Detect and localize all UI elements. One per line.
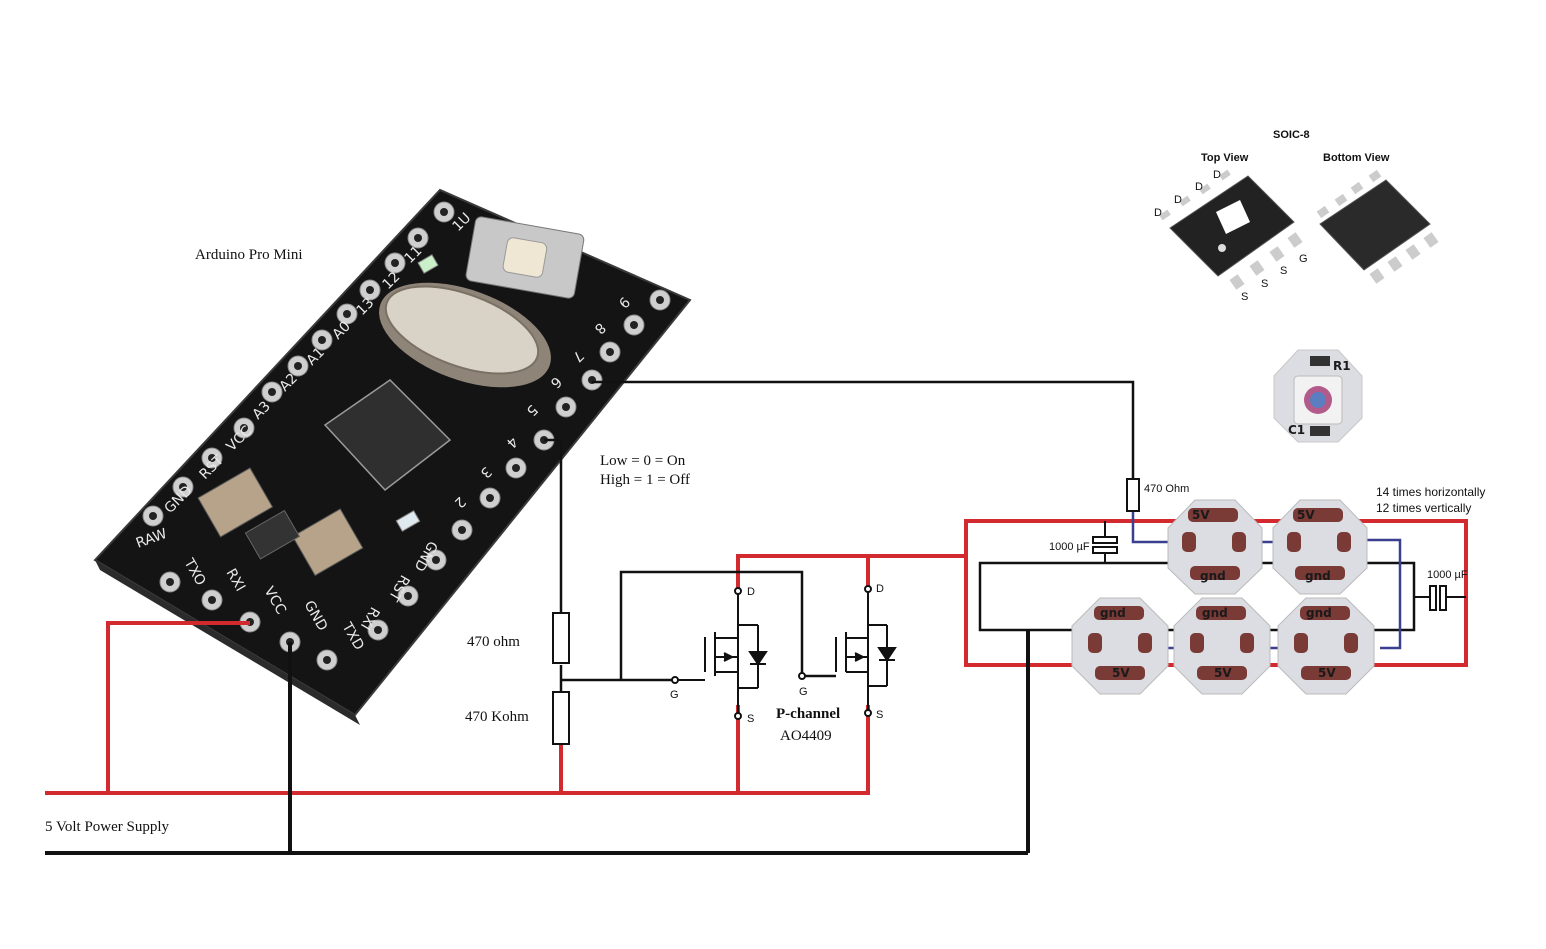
led-gnd-label: gnd bbox=[1305, 569, 1331, 583]
mosfet1-drain-label: D bbox=[747, 586, 755, 598]
switched-5v-wire bbox=[736, 554, 966, 590]
smd-led bbox=[417, 254, 439, 274]
mosfet2-drain-label: D bbox=[876, 583, 884, 595]
mosfet2-source-label: S bbox=[876, 709, 883, 721]
mosfet-drain-link bbox=[619, 570, 804, 680]
soic8-top-view bbox=[1159, 169, 1303, 290]
smd-capacitor bbox=[291, 508, 364, 577]
led-module-bottom-2: gnd 5V bbox=[1173, 597, 1271, 695]
pin-pads-right bbox=[367, 289, 671, 641]
pin-pads-left bbox=[142, 201, 455, 527]
led-gnd-label: gnd bbox=[1100, 606, 1126, 620]
resistor-470-kohm bbox=[552, 691, 570, 745]
soic8-bottom-view bbox=[1316, 169, 1439, 284]
power-supply-label: 5 Volt Power Supply bbox=[45, 819, 170, 835]
led-r1-label: R1 bbox=[1333, 359, 1351, 373]
resistor-data-label: 470 Ohm bbox=[1144, 483, 1189, 495]
capacitor-1000uf-left bbox=[1092, 521, 1118, 563]
mcu-chip bbox=[323, 379, 452, 492]
mosfet1-gate-label: G bbox=[670, 689, 679, 701]
data-wire bbox=[592, 380, 1135, 478]
led-data-chain bbox=[1360, 538, 1402, 650]
led-module-top-1: 5V gnd bbox=[1167, 499, 1263, 595]
mosfet-type-label: P-channel bbox=[776, 706, 840, 722]
logic-note-line1: Low = 0 = On bbox=[600, 453, 686, 469]
capacitor-left-label: 1000 µF bbox=[1049, 541, 1090, 553]
soic8-pin-g: G bbox=[1299, 253, 1308, 265]
soic8-bottom-view-label: Bottom View bbox=[1323, 152, 1390, 164]
arduino-pro-mini-board: 1U 11 12 13 A0 A1 A2 A3 VCC RST GND RAW … bbox=[93, 188, 692, 725]
ws2812-led-photo: R1 C1 bbox=[1273, 349, 1363, 443]
led-module-bottom-3: gnd 5V bbox=[1277, 597, 1375, 695]
gate-control-wire bbox=[544, 438, 563, 612]
smd-regulator bbox=[244, 509, 301, 560]
reset-button bbox=[465, 216, 585, 299]
matrix-size-line1: 14 times horizontally bbox=[1376, 485, 1485, 499]
board-title: Arduino Pro Mini bbox=[195, 247, 303, 263]
led-gnd-label: gnd bbox=[1200, 569, 1226, 583]
mosfet1-source-label: S bbox=[747, 713, 754, 725]
p-channel-mosfet-2 bbox=[798, 585, 897, 717]
soic8-pin-s: S bbox=[1261, 278, 1268, 290]
soic8-pin-d: D bbox=[1154, 207, 1162, 219]
led-5v-label: 5V bbox=[1112, 666, 1130, 680]
capacitor-1000uf-right bbox=[1414, 585, 1466, 611]
soic8-pin-s: S bbox=[1280, 265, 1287, 277]
led-5v-label: 5V bbox=[1318, 666, 1336, 680]
soic8-pin-s: S bbox=[1241, 291, 1248, 303]
resistor-gate-label: 470 ohm bbox=[467, 634, 520, 650]
led-module-top-2: 5V gnd bbox=[1272, 499, 1368, 595]
matrix-size-line2: 12 times vertically bbox=[1376, 501, 1471, 515]
logic-note-line2: High = 1 = Off bbox=[600, 472, 690, 488]
resistor-pulldown-label: 470 Kohm bbox=[465, 709, 529, 725]
led-5v-label: 5V bbox=[1297, 508, 1315, 522]
led-5v-label: 5V bbox=[1214, 666, 1232, 680]
mosfet2-gate-label: G bbox=[799, 686, 808, 698]
led-gnd-label: gnd bbox=[1306, 606, 1332, 620]
soic8-pin-d: D bbox=[1195, 181, 1203, 193]
soic8-pin-d: D bbox=[1213, 169, 1221, 181]
led-c1-label: C1 bbox=[1288, 423, 1305, 437]
capacitor-right-label: 1000 µF bbox=[1427, 569, 1468, 581]
led-module-bottom-1: gnd 5V bbox=[1071, 597, 1169, 695]
resistor-470-ohm-data bbox=[1126, 478, 1140, 512]
led-gnd-label: gnd bbox=[1202, 606, 1228, 620]
crystal-oscillator bbox=[379, 282, 551, 388]
led-5v-label: 5V bbox=[1192, 508, 1210, 522]
soic8-pin-d: D bbox=[1174, 194, 1182, 206]
p-channel-mosfet-1 bbox=[671, 587, 768, 720]
smd-capacitor bbox=[197, 467, 274, 538]
mosfet-part-label: AO4409 bbox=[780, 728, 832, 744]
smd-led bbox=[395, 510, 421, 532]
resistor-470-ohm bbox=[552, 612, 570, 664]
power-5v-wire bbox=[106, 621, 250, 793]
soic8-title: SOIC-8 bbox=[1273, 129, 1310, 141]
soic8-top-view-label: Top View bbox=[1201, 152, 1249, 164]
